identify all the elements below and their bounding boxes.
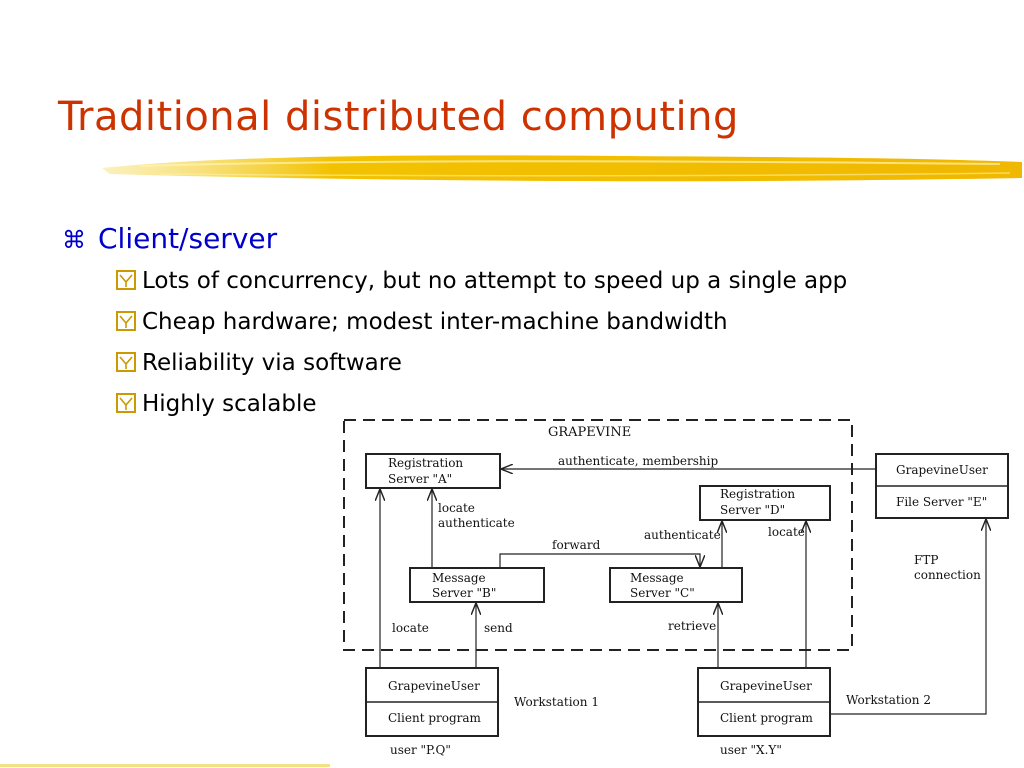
svg-text:Message: Message [630, 571, 684, 585]
grapevine-boundary [343, 419, 853, 651]
svg-text:GrapevineUser: GrapevineUser [896, 463, 988, 477]
svg-text:Server "B": Server "B" [432, 586, 496, 600]
bullet-client-server: ⌘ Client/server [62, 222, 277, 255]
svg-text:Server "C": Server "C" [630, 586, 695, 600]
subbullet-3: Reliability via software [116, 350, 402, 376]
svg-text:retrieve: retrieve [668, 619, 716, 633]
subbullet-text: Reliability via software [142, 350, 402, 376]
registration-server-a: Registration Server "A" [365, 453, 501, 489]
grapevine-label: GRAPEVINE [548, 425, 631, 440]
checkbox-bullet-icon [116, 270, 136, 290]
svg-text:Server "D": Server "D" [720, 503, 785, 517]
arrow-ftp [830, 520, 986, 715]
svg-text:send: send [484, 621, 513, 635]
svg-text:File Server "E": File Server "E" [896, 495, 987, 509]
svg-text:FTP: FTP [914, 553, 938, 567]
svg-text:locate: locate [438, 501, 475, 515]
svg-text:GrapevineUser: GrapevineUser [388, 679, 480, 693]
svg-text:Client program: Client program [388, 711, 482, 725]
checkbox-bullet-icon [116, 352, 136, 372]
footer-rule [0, 764, 330, 767]
svg-text:authenticate: authenticate [438, 516, 515, 530]
workstation-2: GrapevineUser Client program [697, 667, 831, 737]
workstation-1-label: Workstation 1 [514, 695, 599, 709]
message-server-c: Message Server "C" [609, 567, 743, 603]
svg-text:Client program: Client program [720, 711, 814, 725]
arrow-forward [499, 553, 700, 568]
workstation-1: GrapevineUser Client program [365, 667, 499, 737]
subbullet-text: Cheap hardware; modest inter-machine ban… [142, 309, 728, 335]
svg-text:GrapevineUser: GrapevineUser [720, 679, 812, 693]
user-xy-label: user "X.Y" [720, 743, 782, 757]
grapevine-diagram: GRAPEVINE Registration Server "A" Regist… [343, 419, 1009, 757]
file-server-e: GrapevineUser File Server "E" [875, 453, 1009, 519]
subbullet-2: Cheap hardware; modest inter-machine ban… [116, 309, 728, 335]
workstation-2-label: Workstation 2 [846, 693, 931, 707]
registration-server-d: Registration Server "D" [699, 485, 831, 521]
svg-text:forward: forward [552, 538, 601, 552]
svg-text:Server "A": Server "A" [388, 472, 452, 486]
bullet-text: Client/server [98, 222, 278, 255]
checkbox-bullet-icon [116, 311, 136, 331]
title-underline-brushstroke [102, 155, 1022, 182]
subbullet-text: Lots of concurrency, but no attempt to s… [142, 268, 848, 294]
svg-text:Registration: Registration [388, 456, 463, 470]
svg-text:authenticate: authenticate [644, 528, 721, 542]
subbullet-1: Lots of concurrency, but no attempt to s… [116, 268, 847, 294]
command-bullet-icon: ⌘ [62, 226, 86, 254]
subbullet-4: Highly scalable [116, 391, 317, 417]
user-pq-label: user "P.Q" [390, 743, 451, 757]
subbullet-text: Highly scalable [142, 391, 317, 417]
svg-text:Message: Message [432, 571, 486, 585]
checkbox-bullet-icon [116, 393, 136, 413]
svg-text:locate: locate [768, 525, 805, 539]
message-server-b: Message Server "B" [409, 567, 545, 603]
svg-text:Registration: Registration [720, 487, 795, 501]
slide-title: Traditional distributed computing [58, 94, 739, 140]
svg-text:locate: locate [392, 621, 429, 635]
svg-text:connection: connection [914, 568, 981, 582]
svg-text:authenticate, membership: authenticate, membership [558, 454, 718, 468]
